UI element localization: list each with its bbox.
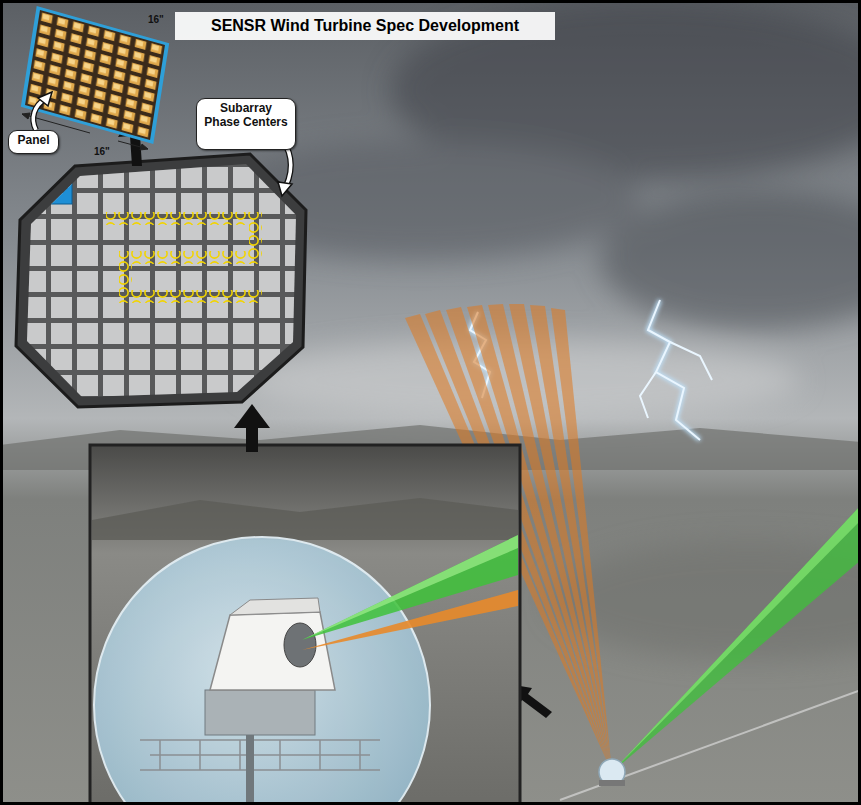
phase-centers	[106, 212, 262, 303]
diagram-title: SENSR Wind Turbine Spec Development	[175, 12, 555, 40]
callout-text: Subarray Phase Centers	[204, 102, 288, 130]
panel-tile	[21, 6, 169, 144]
green-beam-edge	[612, 505, 861, 772]
callout-box: Subarray Phase Centers	[196, 98, 296, 150]
dimension-label: 16"	[94, 146, 110, 157]
callout-text: Panel	[16, 134, 51, 148]
radar-site	[560, 690, 861, 800]
dimension-label: 16"	[148, 14, 164, 25]
pointer-arrow	[234, 404, 270, 452]
array-face	[16, 150, 310, 410]
radar-inset	[90, 445, 520, 805]
callout-box: Panel	[8, 130, 59, 154]
green-beam	[612, 505, 861, 772]
